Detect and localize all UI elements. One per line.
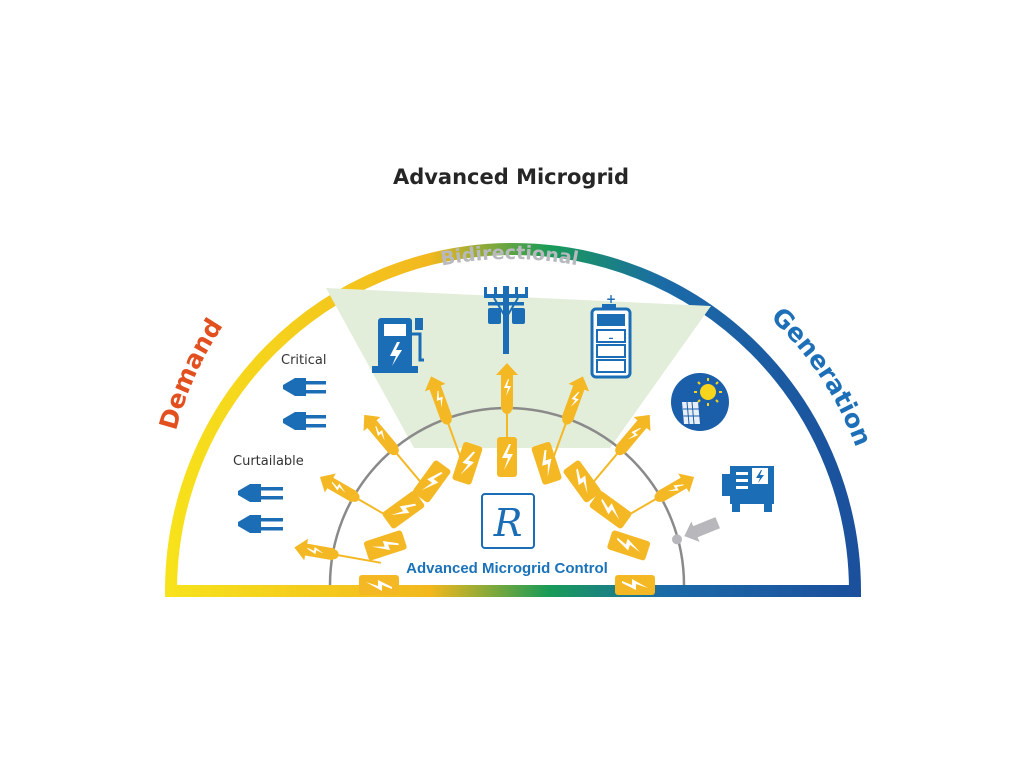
plug-icon	[238, 484, 283, 502]
flow-arrow	[319, 473, 358, 503]
ring-segment	[382, 491, 425, 529]
connector-dot	[672, 534, 682, 545]
ring-segment	[413, 460, 451, 503]
plug-icon	[283, 412, 326, 430]
ring-segment	[452, 441, 483, 485]
flow-arrow	[294, 538, 335, 561]
connector-line	[393, 449, 426, 488]
ring-segment	[363, 530, 407, 561]
plug-icon	[238, 515, 283, 533]
utility-pole-icon	[484, 286, 528, 354]
ring-segment	[359, 575, 399, 595]
flow-arrow	[496, 363, 518, 409]
logo-letter: R	[493, 501, 523, 545]
flow-arrow	[363, 414, 399, 455]
ring-segment	[563, 460, 601, 503]
flow-arrow	[424, 376, 453, 422]
ring-segment	[531, 441, 562, 485]
critical-label: Critical	[281, 353, 326, 368]
incoming-arrow	[684, 517, 720, 542]
svg-text:+: +	[606, 292, 616, 306]
ev-charger-icon	[372, 318, 424, 373]
control-logo: R	[481, 493, 535, 549]
battery-icon: + –	[590, 292, 632, 379]
generator-icon	[722, 466, 774, 512]
plug-icon	[283, 378, 326, 396]
connector-line	[333, 553, 382, 564]
flow-arrow	[656, 473, 695, 503]
page-title: Advanced Microgrid	[393, 165, 629, 189]
ring-segment	[615, 575, 655, 595]
curtailable-label: Curtailable	[233, 454, 304, 469]
ring-segment	[607, 530, 651, 561]
connector-line	[588, 449, 621, 488]
control-ring	[359, 437, 655, 595]
solar-panel-icon	[671, 373, 729, 431]
svg-text:–: –	[609, 333, 614, 344]
flow-arrow	[561, 376, 590, 422]
flow-arrow	[615, 414, 651, 455]
control-label: Advanced Microgrid Control	[406, 560, 608, 577]
ring-segment	[589, 491, 632, 529]
ring-segment	[497, 437, 517, 477]
